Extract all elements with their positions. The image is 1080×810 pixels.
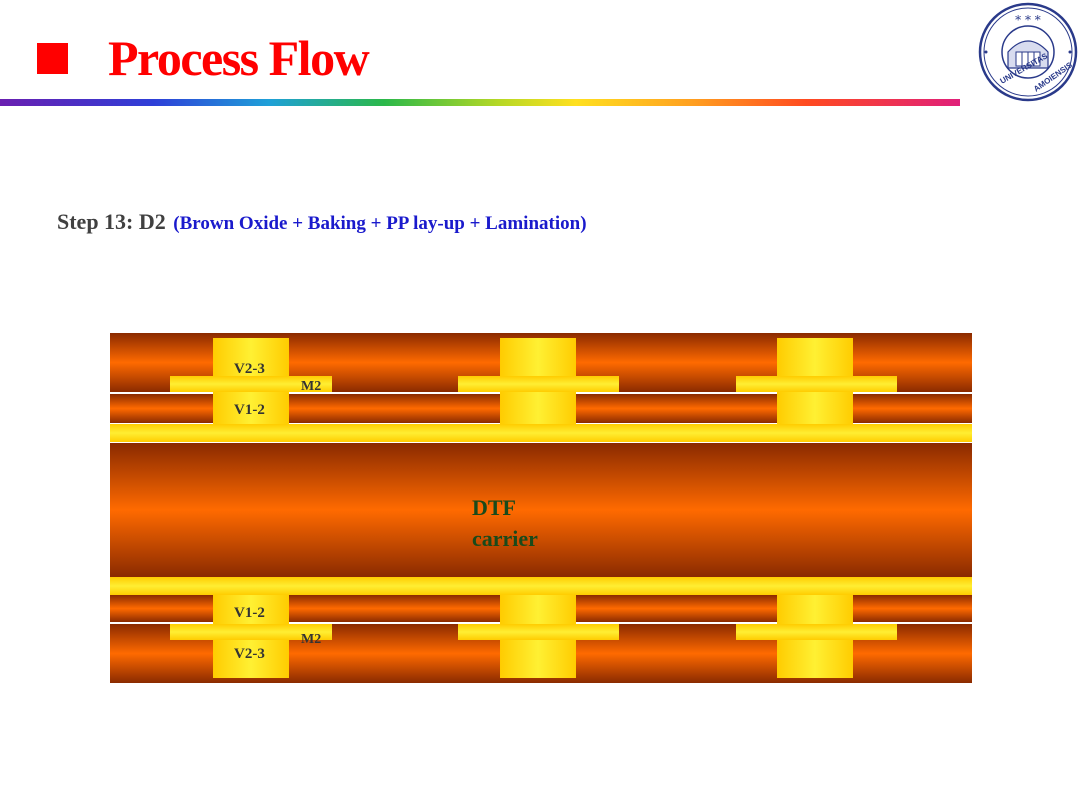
step-heading: Step 13: D2 (Brown Oxide + Baking + PP l… — [57, 206, 587, 240]
step-label: Step 13: D2 — [57, 209, 166, 234]
bottom-copper-foil — [110, 577, 972, 595]
university-seal-logo: * * * UNIVERSITAS AMOIENSIS — [978, 2, 1078, 102]
label-bottom-v1-2: V1-2 — [234, 605, 265, 621]
top-via-stack-1 — [170, 338, 332, 424]
rainbow-divider — [0, 99, 960, 106]
label-top-v2-3: V2-3 — [234, 361, 265, 377]
svg-text:* * *: * * * — [1015, 13, 1041, 27]
label-bottom-m2: M2 — [301, 632, 321, 647]
top-copper-foil — [110, 424, 972, 442]
label-top-v1-2: V1-2 — [234, 402, 265, 418]
top-via-stack-2 — [458, 338, 619, 424]
label-core-line2: carrier — [472, 526, 538, 551]
top-via-stack-3 — [736, 338, 897, 424]
bottom-via-stack-2 — [458, 595, 619, 678]
label-bottom-v2-3: V2-3 — [234, 646, 265, 662]
bottom-via-stack-3 — [736, 595, 897, 678]
pcb-stackup-diagram: V2-3 M2 V1-2 DTF carrier V1-2 M2 V2-3 — [110, 333, 972, 683]
dtf-carrier-core — [110, 443, 972, 577]
label-top-m2: M2 — [301, 379, 321, 394]
page-title: Process Flow — [108, 30, 370, 86]
title-bullet — [37, 43, 68, 74]
label-core-line1: DTF — [472, 495, 516, 520]
step-detail: (Brown Oxide + Baking + PP lay-up + Lami… — [173, 213, 587, 234]
bottom-via-stack-1 — [170, 595, 332, 678]
